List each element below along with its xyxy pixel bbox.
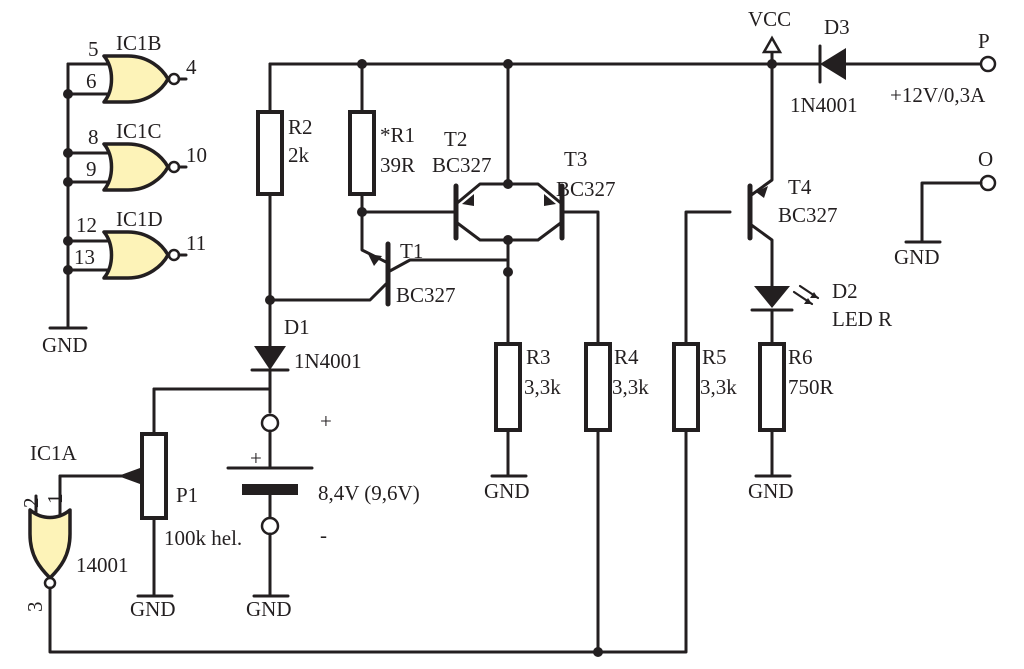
r3-value: 3,3k [524, 375, 561, 399]
diode-d1 [250, 298, 290, 433]
pair-junctions [503, 62, 513, 346]
t4-ref: T4 [788, 175, 812, 199]
d1-value: 1N4001 [294, 349, 362, 373]
resistor-r6 [754, 342, 792, 478]
d3-ref: D3 [824, 15, 850, 39]
gate-bus-junctions [63, 89, 73, 275]
transistor-t2 [453, 182, 510, 242]
d3-value: 1N4001 [790, 93, 858, 117]
ic1c-pin-9: 9 [86, 157, 97, 181]
ic1d-pin-13: 13 [74, 245, 95, 269]
t2-ref: T2 [444, 127, 467, 151]
ic1a-pin-2: 2 [19, 498, 43, 509]
ic1d-label: IC1D [116, 207, 163, 231]
t1-ref: T1 [400, 239, 423, 263]
battery [226, 429, 314, 598]
resistor-r5 [672, 342, 700, 432]
r3-ref: R3 [526, 345, 551, 369]
d1-ref: D1 [284, 315, 310, 339]
output-o-label: O [978, 147, 993, 171]
p1-ref: P1 [176, 483, 198, 507]
resistor-r2 [256, 62, 284, 305]
t3-ref: T3 [564, 147, 587, 171]
gnd-label-p1: GND [130, 597, 176, 621]
r6-ref: R6 [788, 345, 813, 369]
ic1b-label: IC1B [116, 31, 162, 55]
ic1a-pin-3: 3 [23, 602, 47, 613]
resistor-r3 [490, 342, 528, 478]
ic1d-pin-12: 12 [76, 213, 97, 237]
r6-value: 750R [788, 375, 834, 399]
gate-ic1c [66, 142, 188, 192]
ic1b-pin-6: 6 [86, 69, 97, 93]
gate-bus [48, 62, 88, 330]
transistor-t1 [268, 241, 510, 307]
transistor-t3 [506, 182, 600, 346]
ic1d-pin-11: 11 [186, 231, 206, 255]
gate-ic1a [28, 210, 732, 654]
r1-ref: *R1 [380, 123, 415, 147]
battery-value: 8,4V (9,6V) [318, 481, 420, 505]
resistor-r1 [348, 62, 458, 264]
ic1c-label: IC1C [116, 119, 162, 143]
ic1a-pin-1: 1 [43, 494, 67, 505]
gnd-label-r3: GND [484, 479, 530, 503]
diode-d3 [818, 44, 997, 84]
battery-plus-terminal: + [320, 409, 332, 433]
output-rating: +12V/0,3A [890, 83, 986, 107]
gnd-label-battery: GND [246, 597, 292, 621]
transistor-t4 [747, 62, 774, 288]
r1-value: 39R [380, 153, 415, 177]
ic1c-pin-10: 10 [186, 143, 207, 167]
gate-ic1b [66, 54, 188, 104]
battery-minus-terminal: - [320, 523, 327, 547]
vcc-label: VCC [748, 7, 791, 31]
supply-rail [268, 35, 822, 69]
resistor-r4 [584, 342, 612, 654]
gnd-label-r6: GND [748, 479, 794, 503]
potentiometer-p1 [116, 387, 272, 598]
r4-ref: R4 [614, 345, 639, 369]
gate-ic1d [66, 230, 188, 280]
p1-value: 100k hel. [164, 526, 242, 550]
output-o [904, 174, 997, 244]
battery-cell-plus: + [250, 446, 262, 470]
led-d2 [750, 284, 820, 346]
t1-value: BC327 [396, 283, 456, 307]
gnd-label-output: GND [894, 245, 940, 269]
ic1c-pin-8: 8 [88, 125, 99, 149]
gnd-label-gates: GND [42, 333, 88, 357]
r4-value: 3,3k [612, 375, 649, 399]
r5-ref: R5 [702, 345, 727, 369]
r2-value: 2k [288, 143, 310, 167]
t2-value: BC327 [432, 153, 492, 177]
t3-value: BC327 [556, 177, 616, 201]
r5-value: 3,3k [700, 375, 737, 399]
ic1a-label: IC1A [30, 441, 78, 465]
r2-ref: R2 [288, 115, 313, 139]
ic1a-part: 14001 [76, 553, 129, 577]
ic1b-pin-5: 5 [88, 37, 99, 61]
d2-value: LED R [832, 307, 892, 331]
t4-value: BC327 [778, 203, 838, 227]
ic1b-pin-4: 4 [186, 55, 197, 79]
d2-ref: D2 [832, 279, 858, 303]
output-p-label: P [978, 29, 990, 53]
